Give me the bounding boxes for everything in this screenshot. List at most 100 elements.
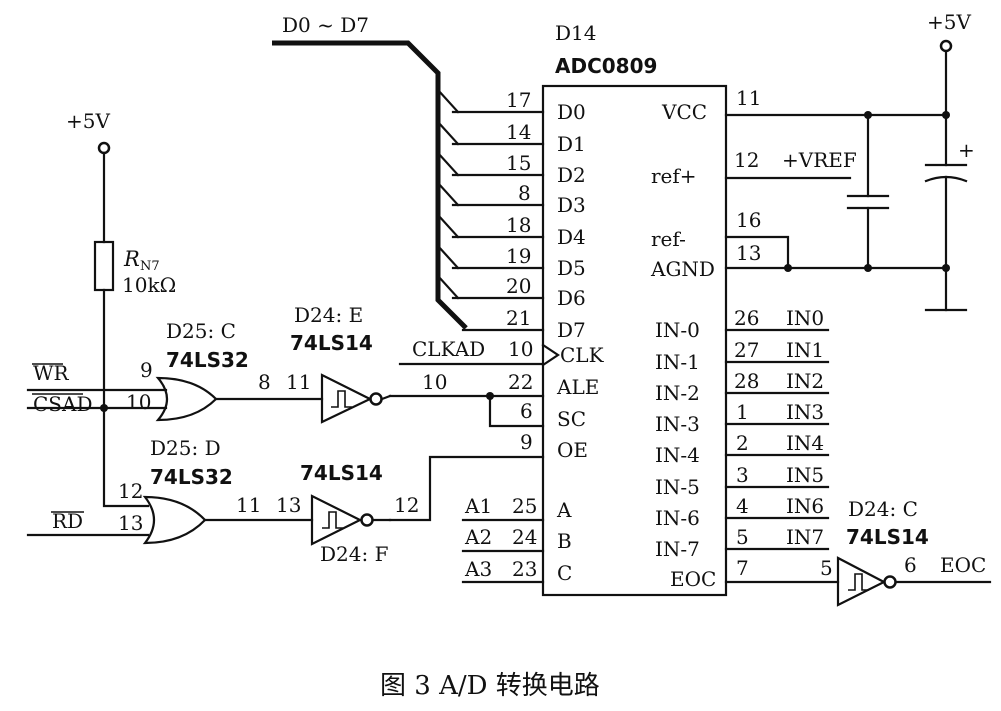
electrolytic-capacitor xyxy=(924,48,968,312)
rd-label: RD xyxy=(52,509,83,533)
csad-branch-wire xyxy=(102,406,150,508)
vcc-terminal-right xyxy=(939,39,953,53)
pin-num-in6: 4 xyxy=(736,494,749,518)
pin-num-in1: 27 xyxy=(734,338,759,362)
pin-num-d7: 21 xyxy=(506,306,531,330)
pin-name-in1: IN-1 xyxy=(655,350,700,374)
pin-name-a: A xyxy=(556,498,572,522)
pin-num-eoc: 7 xyxy=(736,556,749,580)
pin-num-in7: 5 xyxy=(736,525,749,549)
inverter-d24-f xyxy=(310,494,374,546)
pin-name-b: B xyxy=(557,529,572,553)
pin-name-d5: D5 xyxy=(557,256,586,280)
csad-label: CSAD xyxy=(33,392,92,416)
or-c-in-a: 9 xyxy=(140,358,153,382)
pin-name-in5: IN-5 xyxy=(655,475,700,499)
pin-num-d5: 19 xyxy=(506,244,531,268)
pin-name-in6: IN-6 xyxy=(655,506,700,530)
pin-name-oe: OE xyxy=(557,438,588,462)
pin-name-vcc: VCC xyxy=(661,100,707,124)
vcc-label-right: +5V xyxy=(927,10,971,34)
in6-label: IN6 xyxy=(786,494,824,518)
pin-name-d7: D7 xyxy=(557,318,586,342)
pin-name-c: C xyxy=(557,561,572,585)
or-d-ref: D25: D xyxy=(150,436,221,460)
vcc-label-left: +5V xyxy=(66,109,110,133)
or-c-ref: D25: C xyxy=(166,319,236,343)
wr-label: WR xyxy=(33,361,70,385)
chip-part-label: ADC0809 xyxy=(555,54,657,78)
pin-name-d6: D6 xyxy=(557,286,586,310)
pin-name-d0: D0 xyxy=(557,100,586,124)
inv-f-ref: D24: F xyxy=(320,542,389,566)
pin-num-a: 25 xyxy=(512,494,537,518)
pin-name-in0: IN-0 xyxy=(655,318,700,342)
pin-num-refm: 16 xyxy=(736,208,761,232)
agnd-junction xyxy=(784,264,792,272)
inv-e-in-num: 11 xyxy=(286,370,311,394)
adc0809-chip-body xyxy=(541,84,728,597)
resistor-rn7 xyxy=(93,240,115,292)
in1-label: IN1 xyxy=(786,338,824,362)
or-c-in-b: 10 xyxy=(126,390,151,414)
or-d-part: 74LS32 xyxy=(150,465,233,489)
in2-label: IN2 xyxy=(786,369,824,393)
inverter-d24-e xyxy=(320,373,383,424)
pin-num-d6: 20 xyxy=(506,274,531,298)
pin-num-in0: 26 xyxy=(734,306,759,330)
vref-label: +VREF xyxy=(782,148,857,172)
sc-wire xyxy=(488,394,545,428)
analog-input-wires xyxy=(724,328,830,551)
pin-num-d2: 15 xyxy=(506,151,531,175)
inv-e-out-num: 10 xyxy=(422,370,447,394)
or-d-out-num: 11 xyxy=(236,493,261,517)
pin-name-in4: IN-4 xyxy=(655,443,700,467)
inv-f-part: 74LS14 xyxy=(300,461,383,485)
in4-label: IN4 xyxy=(786,431,824,455)
resistor-ref-main: R xyxy=(123,247,140,271)
cap-plus-label: + xyxy=(958,138,975,162)
vcc-terminal-left xyxy=(97,141,111,155)
pin-num-refp: 12 xyxy=(734,148,759,172)
pin-num-clk: 10 xyxy=(508,337,533,361)
inverter-d24-c xyxy=(836,556,897,607)
inv-f-out-num: 12 xyxy=(394,493,419,517)
or-gate-d25-c xyxy=(155,376,218,422)
pin-num-sc: 6 xyxy=(520,399,533,423)
inv-e-ref: D24: E xyxy=(294,303,363,327)
left-data-pins xyxy=(451,110,545,332)
pin-name-ale: ALE xyxy=(556,375,599,399)
in0-label: IN0 xyxy=(786,306,824,330)
pin-num-in5: 3 xyxy=(736,463,749,487)
inv-f-in-num: 13 xyxy=(276,493,301,517)
a2-label: A2 xyxy=(464,525,492,549)
pin-num-agnd: 13 xyxy=(736,241,761,265)
inv-e-out-stub xyxy=(380,394,392,401)
in3-label: IN3 xyxy=(786,400,824,424)
pin-name-refm: ref- xyxy=(651,227,686,251)
inv-c-out-num: 6 xyxy=(904,553,917,577)
or-d-in-a: 12 xyxy=(118,479,143,503)
pin-num-in2: 28 xyxy=(734,369,759,393)
resistor-value: 10kΩ xyxy=(122,273,176,297)
inv-c-in-num: 5 xyxy=(820,556,833,580)
clk-edge-indicator xyxy=(541,343,560,367)
pin-num-in4: 2 xyxy=(736,431,749,455)
bus-branch-lines xyxy=(436,88,460,300)
inv-c-ref: D24: C xyxy=(848,497,918,521)
in5-label: IN5 xyxy=(786,463,824,487)
in7-label: IN7 xyxy=(786,525,824,549)
data-bus-line xyxy=(272,40,468,330)
pin-name-d2: D2 xyxy=(557,163,586,187)
pin-num-vcc: 11 xyxy=(736,86,761,110)
bypass-capacitor xyxy=(846,111,890,272)
pin-name-in2: IN-2 xyxy=(655,381,700,405)
inv-e-part: 74LS14 xyxy=(290,331,373,355)
pin-num-b: 24 xyxy=(512,525,537,549)
clkad-label: CLKAD xyxy=(412,337,485,361)
inv-c-part: 74LS14 xyxy=(846,525,929,549)
pin-name-clk: CLK xyxy=(560,343,605,367)
or-gate-d25-d xyxy=(142,495,207,545)
pin-name-sc: SC xyxy=(557,407,586,431)
